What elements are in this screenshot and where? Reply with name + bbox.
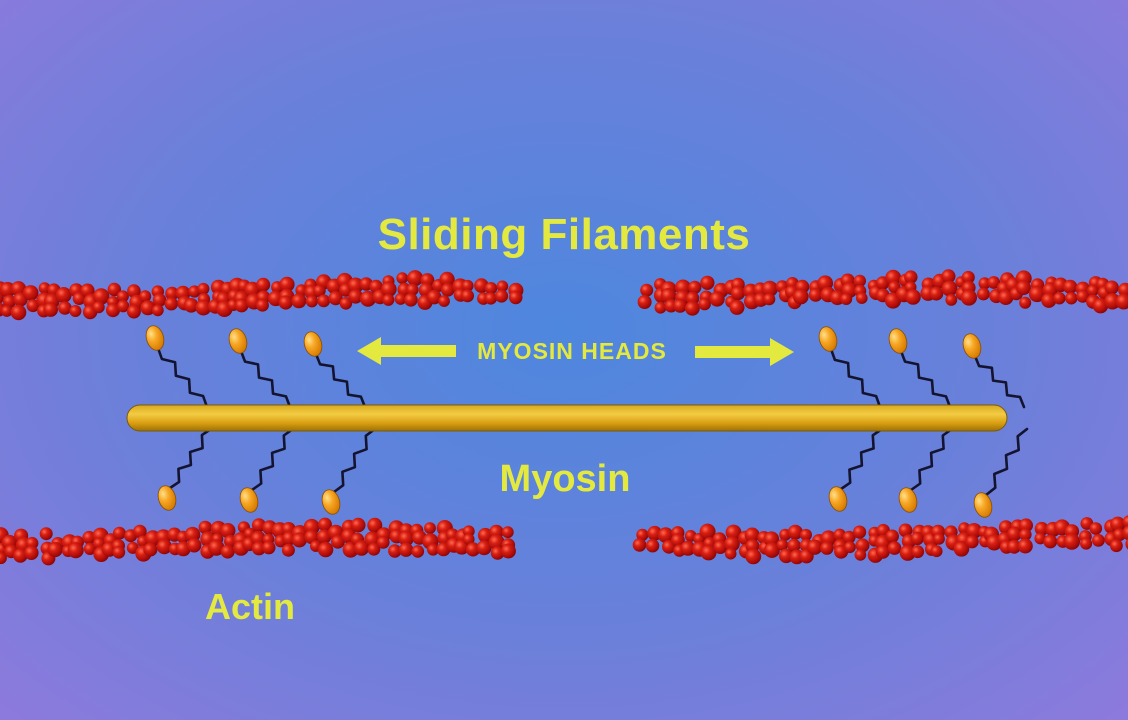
myosin-neck-zigzag [839,427,884,491]
myosin-neck-zigzag [332,427,377,494]
myosin-label: Myosin [499,458,631,500]
myosin-neck-zigzag [239,349,292,409]
myosin-neck-zigzag [909,427,954,492]
myosin-neck-zigzag [973,354,1026,409]
myosin-head [898,487,918,513]
myosin-head [239,487,259,513]
myosin-head [228,328,248,354]
arrow-right-icon [695,338,794,366]
myosin-head [321,489,341,515]
actin-filament-bottom-left [0,517,516,566]
myosin-neck-zigzag [829,347,882,409]
actin-filament-top-left [0,270,524,321]
myosin-head [973,492,993,518]
myosin-neck-zigzag [250,427,295,492]
myosin-filament-rod [126,404,1008,432]
actin-filament-bottom-right [632,515,1128,565]
myosin-neck-zigzag [156,346,209,409]
myosin-heads-group [145,325,1029,518]
myosin-neck-zigzag [984,427,1029,497]
myosin-neck-zigzag [314,352,367,409]
myosin-neck-zigzag [899,349,952,409]
myosin-neck-zigzag [168,427,213,490]
myosin-head [888,328,908,354]
actin-filament-top-right [637,269,1128,316]
arrow-left-icon [357,337,456,365]
myosin-head [828,486,848,512]
myosin-head [962,333,982,359]
diagram-title: Sliding Filaments [377,210,751,259]
actin-label: Actin [205,586,295,627]
myosin-heads-label: MYOSIN HEADS [477,338,667,364]
myosin-head [145,325,165,351]
myosin-head [303,331,323,357]
myosin-head [818,326,838,352]
myosin-head [157,485,177,511]
